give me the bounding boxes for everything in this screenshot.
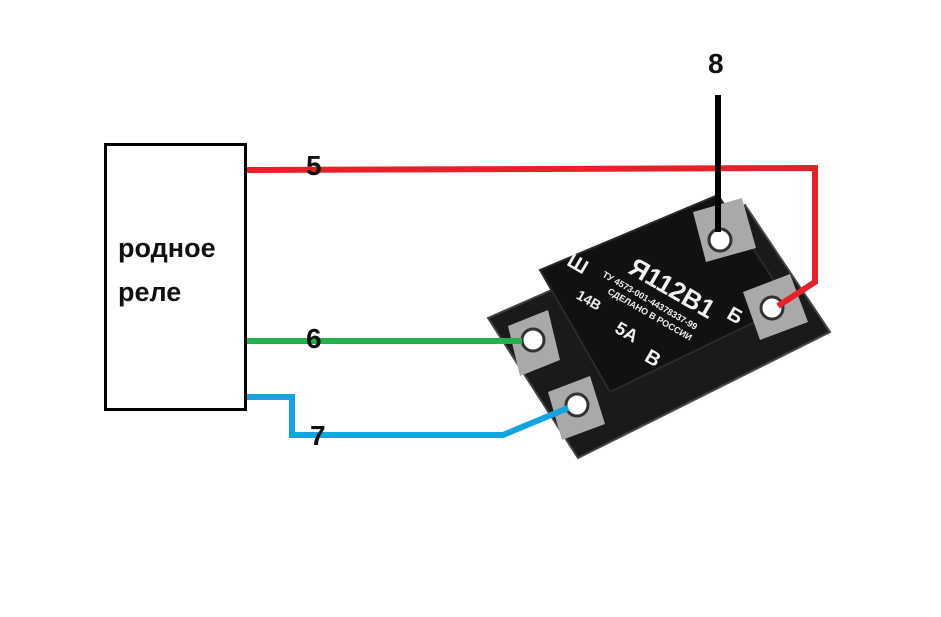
relay-label-line1: родное bbox=[118, 233, 216, 263]
terminal-top bbox=[693, 198, 756, 262]
wire-6-label: 6 bbox=[306, 323, 322, 354]
wire-8-label: 8 bbox=[708, 48, 724, 79]
terminal-v bbox=[548, 376, 605, 440]
native-relay-label: родное реле bbox=[118, 226, 216, 314]
terminal-sh bbox=[508, 310, 560, 376]
relay-label-line2: реле bbox=[118, 277, 182, 307]
wire-5-red bbox=[246, 164, 818, 309]
wire-7-blue bbox=[247, 394, 570, 438]
wire-7-label: 7 bbox=[310, 420, 326, 451]
wire-5-label: 5 bbox=[306, 150, 322, 181]
native-relay-box bbox=[104, 143, 247, 411]
terminal-b bbox=[743, 274, 808, 340]
voltage-regulator: Я112В1 ТУ 4573-001-44378337-99 СДЕЛАНО В… bbox=[486, 193, 832, 460]
